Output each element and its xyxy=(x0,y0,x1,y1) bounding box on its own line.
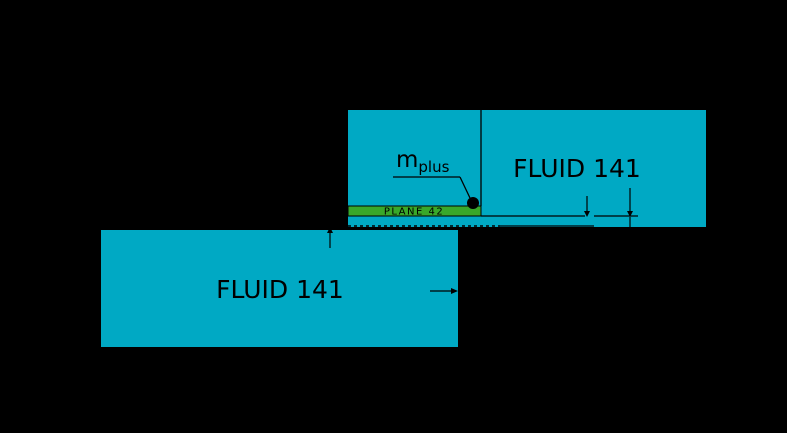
particle-label-sub: plus xyxy=(418,158,449,176)
dimension-arrow-left-head xyxy=(584,211,590,217)
edge-arrow-head xyxy=(451,288,458,294)
fluid-label-upper: FLUID 141 xyxy=(513,154,641,183)
fluid-block-lower xyxy=(101,230,458,347)
plane-label: PLANE 42 xyxy=(384,207,444,218)
plane-bar xyxy=(347,205,482,217)
step-arrow-head xyxy=(327,227,333,233)
particle-label-main: m xyxy=(396,147,418,173)
particle-leader-d xyxy=(459,176,471,199)
particle-icon xyxy=(467,197,479,209)
fluid-label-lower: FLUID 141 xyxy=(216,275,344,304)
dimension-arrow-right-head xyxy=(627,211,633,217)
particle-label: mplus xyxy=(396,147,450,176)
